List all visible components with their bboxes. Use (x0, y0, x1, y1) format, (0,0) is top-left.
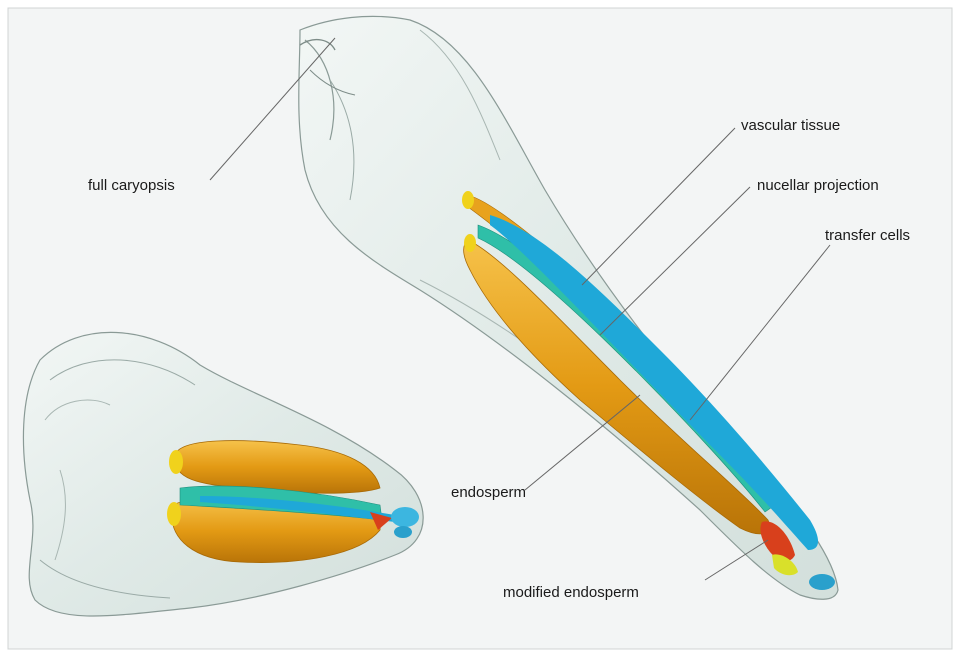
label-transfer-cells: transfer cells (825, 227, 910, 244)
label-vascular-tissue: vascular tissue (741, 117, 840, 134)
label-nucellar-projection: nucellar projection (757, 177, 879, 194)
label-modified-endosperm: modified endosperm (503, 584, 639, 601)
label-full-caryopsis: full caryopsis (88, 177, 175, 194)
label-endosperm: endosperm (451, 484, 526, 501)
